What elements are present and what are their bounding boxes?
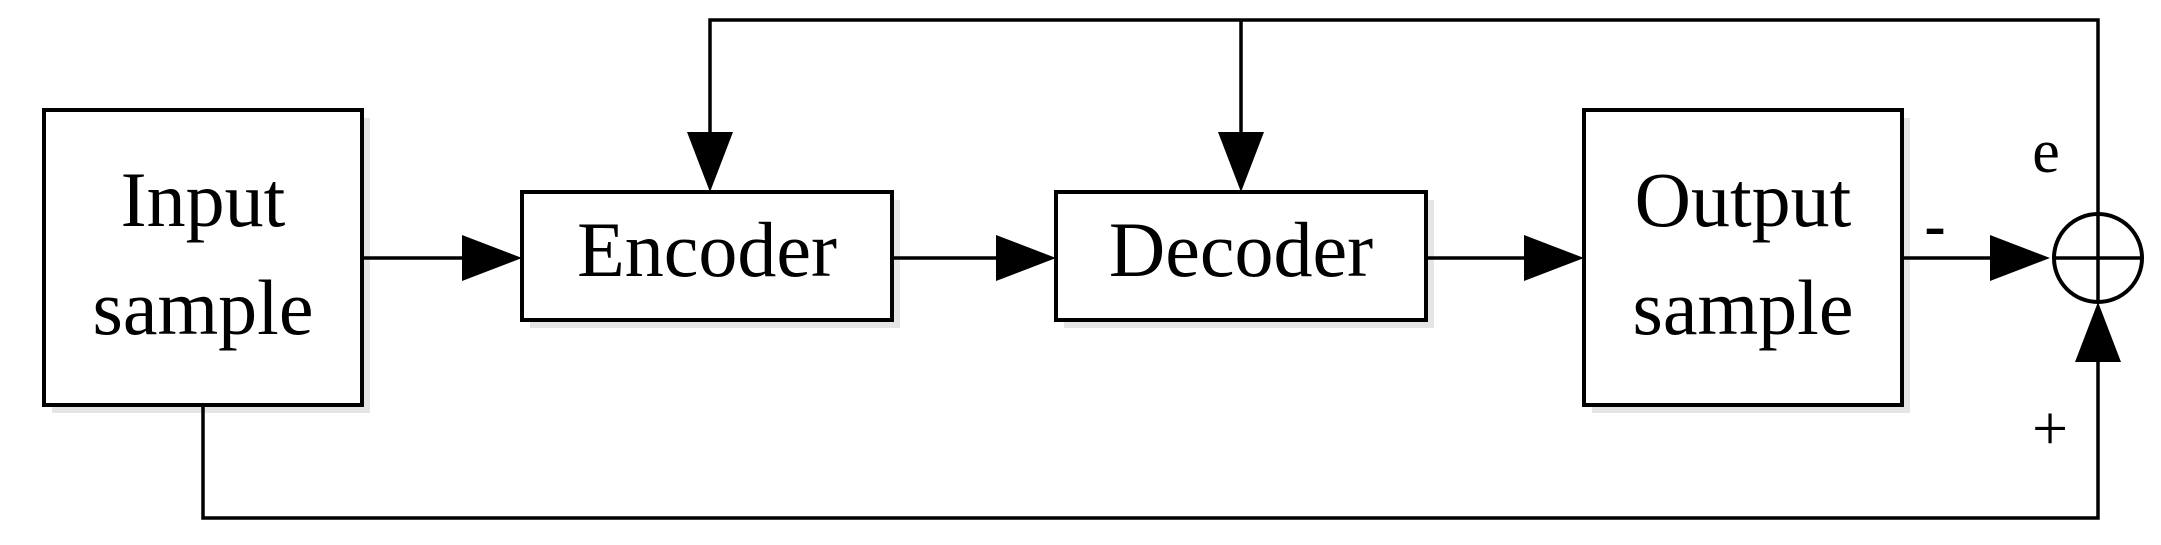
encoder-label: Encoder xyxy=(577,206,837,293)
arrow-feedback-to-decoder xyxy=(1218,132,1264,192)
error-feedback-line xyxy=(708,18,2100,214)
plus-sign: + xyxy=(2032,393,2068,464)
decoder-block: Decoder xyxy=(1054,190,1428,322)
error-label: e xyxy=(2032,118,2060,186)
arrow-input-to-junction xyxy=(2075,302,2121,362)
arrow-input-to-encoder xyxy=(362,235,522,281)
decoder-label: Decoder xyxy=(1109,206,1373,293)
encoder-block: Encoder xyxy=(520,190,894,322)
arrow-encoder-to-decoder xyxy=(892,235,1056,281)
minus-sign: - xyxy=(1924,190,1945,261)
output-sample-label-line2: sample xyxy=(1633,264,1854,351)
input-sample-label-line1: Input xyxy=(121,156,286,243)
input-bypass-line xyxy=(201,362,2100,520)
arrow-feedback-to-encoder xyxy=(687,132,733,192)
output-sample-label-line1: Output xyxy=(1635,156,1852,243)
output-sample-block: Output sample xyxy=(1582,108,1904,407)
arrow-output-to-junction xyxy=(1902,235,2050,281)
input-sample-label-line2: sample xyxy=(93,264,314,351)
summing-junction xyxy=(2052,212,2144,304)
input-sample-block: Input sample xyxy=(42,108,364,407)
arrow-decoder-to-output xyxy=(1426,235,1584,281)
